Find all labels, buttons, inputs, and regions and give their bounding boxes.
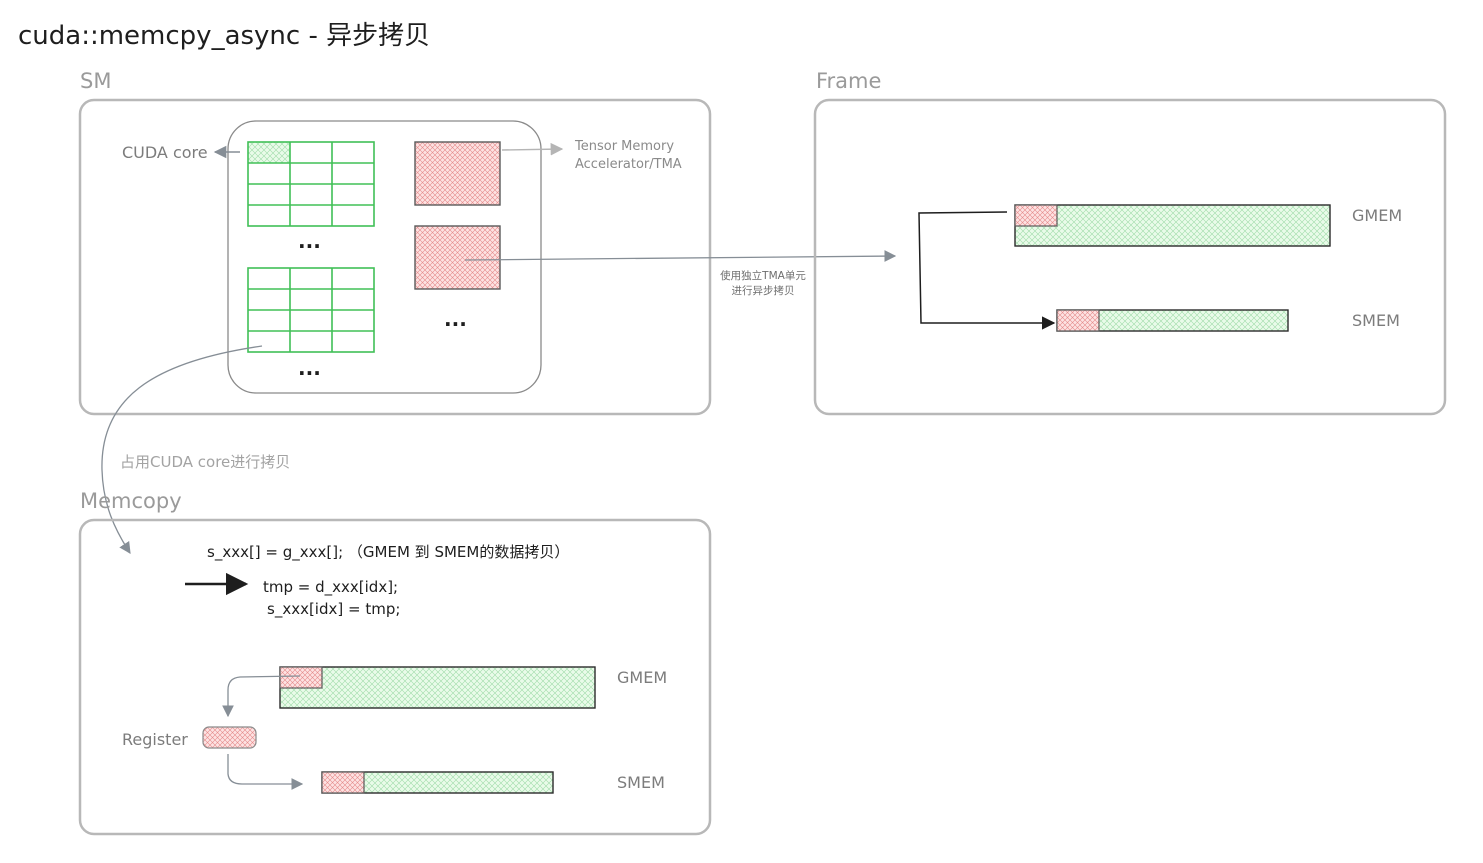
- tma-label-line1: Tensor Memory: [574, 139, 674, 154]
- smem-bar-frame: [1056, 309, 1289, 332]
- frame-box: [813, 98, 1447, 416]
- page-title: cuda::memcpy_async - 异步拷贝: [18, 21, 430, 51]
- ellipsis-tma: ...: [444, 307, 467, 331]
- sm-frame-label: SM: [80, 69, 111, 93]
- cuda-core-copy-arrow: [101, 345, 263, 554]
- tma-label-line2: Accelerator/TMA: [575, 157, 682, 172]
- gmem-label-memcopy: GMEM: [617, 668, 667, 687]
- sm-frame: [78, 98, 712, 416]
- tma-label-arrow: [501, 142, 564, 156]
- ellipsis-grid-bottom: ...: [298, 356, 321, 380]
- register-label: Register: [122, 730, 188, 749]
- cuda-core-copy-label: 占用CUDA core进行拷贝: [120, 453, 290, 471]
- ellipsis-grid-top: ...: [298, 229, 321, 253]
- gmem-bar-memcopy: [279, 666, 596, 709]
- code-line-1: s_xxx[] = g_xxx[]; （GMEM 到 SMEM的数据拷贝）: [207, 543, 569, 562]
- smem-label-memcopy: SMEM: [617, 773, 665, 792]
- cuda-core-grid-bottom: [247, 267, 375, 353]
- tma-copy-label-line1: 使用独立TMA单元: [720, 269, 806, 282]
- cuda-core-grid-top: [247, 141, 375, 227]
- register-box: [202, 726, 257, 749]
- memcopy-frame: [78, 518, 712, 836]
- gmem-to-smem-connector-frame: [918, 211, 1056, 330]
- tma-copy-label-line2: 进行异步拷贝: [732, 284, 795, 297]
- gmem-to-register-arrow: [222, 675, 301, 718]
- smem-label-frame: SMEM: [1352, 311, 1400, 330]
- code-line-3: s_xxx[idx] = tmp;: [267, 600, 400, 619]
- tma-unit-bottom: [414, 225, 501, 290]
- gmem-bar-frame: [1014, 204, 1331, 247]
- frame-label: Frame: [816, 69, 881, 93]
- tma-async-copy-arrow: [464, 250, 897, 262]
- sm-core-block: [227, 120, 542, 394]
- code-line-2: tmp = d_xxx[idx];: [263, 578, 398, 597]
- memcopy-frame-label: Memcopy: [80, 489, 182, 513]
- smem-bar-memcopy: [321, 771, 554, 794]
- gmem-label-frame: GMEM: [1352, 206, 1402, 225]
- register-to-smem-arrow: [227, 754, 304, 790]
- cuda-core-label: CUDA core: [122, 143, 208, 162]
- tma-unit-top: [414, 141, 501, 206]
